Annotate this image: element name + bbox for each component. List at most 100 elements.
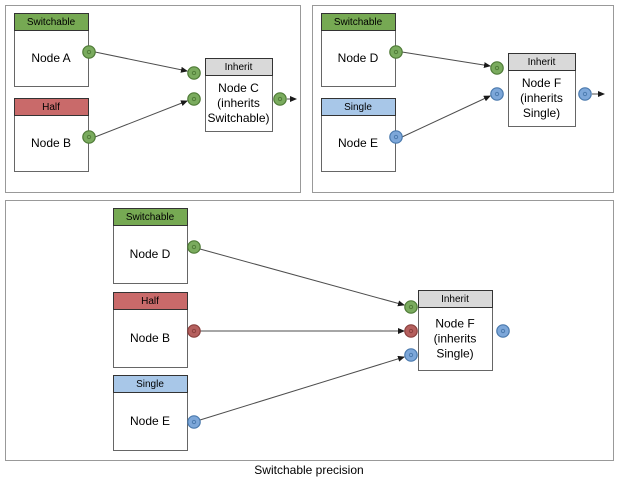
edge-e-a-c [94,51,188,73]
node-header-label-node-b-top: Half [42,102,60,113]
node-header-node-f-top [508,53,576,71]
port-inner-p-f-out-t [582,91,588,97]
node-label-node-d-bot-line-0: Node D [130,247,171,261]
port-inner-p-d-out-t [393,49,399,55]
port-inner-p-f-in-2t [494,91,500,97]
edge-e-b-c [94,100,188,138]
port-dot-p-f-in-2b[interactable] [404,324,418,338]
port-inner-p-f-in-1t [494,65,500,71]
port-p-f-out-b-blue-output[interactable] [496,324,510,338]
node-label-node-f-top-line-1: (inherits [520,91,563,105]
edge-e-d-f-t [401,51,491,69]
port-p-f-in-2b-red-input[interactable] [404,324,418,338]
port-dot-p-f-out-t[interactable] [578,87,592,101]
port-inner-p-f-in-2b [408,328,414,334]
port-p-c-out-green-output[interactable] [273,92,287,106]
node-label-node-f-bot-line-2: Single) [436,347,473,361]
node-label-node-f-top-line-2: Single) [523,106,560,120]
port-dot-p-f-out-b[interactable] [496,324,510,338]
port-p-f-in-2t-blue-input[interactable] [490,87,504,101]
port-dot-p-f-in-3b[interactable] [404,348,418,362]
port-dot-p-c-in-2[interactable] [187,92,201,106]
node-label-node-e-bot-line-0: Node E [130,414,170,428]
port-p-f-in-1b-green-input[interactable] [404,300,418,314]
port-inner-p-f-in-1b [408,304,414,310]
port-p-c-in-2-green-input[interactable] [187,92,201,106]
node-header-label-node-e-bot: Single [136,379,164,390]
port-dot-p-b-out-b[interactable] [187,324,201,338]
port-p-e-out-b-blue-output[interactable] [187,415,201,429]
port-inner-p-c-in-2 [191,96,197,102]
node-header-node-e-bot [113,375,188,393]
node-label-node-e-top-line-0: Node E [338,136,378,150]
port-p-f-in-3b-blue-input[interactable] [404,348,418,362]
figure-caption: Switchable precision [254,463,363,477]
port-dot-p-f-in-1b[interactable] [404,300,418,314]
node-header-label-node-d-top: Switchable [334,17,383,28]
node-label-node-a-line-0: Node A [31,51,70,65]
node-header-label-node-d-bot: Switchable [126,212,175,223]
port-dot-p-e-out-b[interactable] [187,415,201,429]
port-dot-p-b-out[interactable] [82,130,96,144]
node-header-node-d-top [321,13,396,31]
node-header-label-node-e-top: Single [344,102,372,113]
node-header-node-a [14,13,89,31]
port-dot-p-f-in-2t[interactable] [490,87,504,101]
node-header-node-b-top [14,98,89,116]
port-inner-p-e-out-t [393,134,399,140]
port-p-f-out-t-blue-output[interactable] [578,87,592,101]
node-label-node-c-line-1: (inherits [217,96,260,110]
node-label-node-b-bot-line-0: Node B [130,331,170,345]
port-inner-p-a-out [86,49,92,55]
node-header-node-e-top [321,98,396,116]
port-dot-p-f-in-1t[interactable] [490,61,504,75]
node-header-label-node-c: Inherit [225,62,253,73]
port-inner-p-b-out [86,134,92,140]
port-p-b-out-green-output[interactable] [82,130,96,144]
port-inner-p-d-out-b [191,244,197,250]
port-p-d-out-t-green-output[interactable] [389,45,403,59]
port-dot-p-c-in-1[interactable] [187,66,201,80]
port-inner-p-f-out-b [500,328,506,334]
node-label-node-c-line-2: Switchable) [207,111,269,125]
port-p-e-out-t-blue-output[interactable] [389,130,403,144]
node-label-node-f-bot-line-1: (inherits [434,332,477,346]
node-header-node-b-bot [113,292,188,310]
port-p-c-in-1-green-input[interactable] [187,66,201,80]
port-dot-p-a-out[interactable] [82,45,96,59]
port-dot-p-c-out[interactable] [273,92,287,106]
port-p-a-out-green-output[interactable] [82,45,96,59]
port-dot-p-e-out-t[interactable] [389,130,403,144]
node-label-node-f-bot-line-0: Node F [435,317,474,331]
port-dot-p-d-out-t[interactable] [389,45,403,59]
node-header-label-node-b-bot: Half [141,296,159,307]
node-label-node-f-top-line-0: Node F [522,76,561,90]
port-inner-p-c-out [277,96,283,102]
port-dot-p-d-out-b[interactable] [187,240,201,254]
node-header-label-node-f-top: Inherit [528,57,556,68]
port-p-b-out-b-red-output[interactable] [187,324,201,338]
port-inner-p-e-out-b [191,419,197,425]
port-p-d-out-b-green-output[interactable] [187,240,201,254]
port-inner-p-b-out-b [191,328,197,334]
port-inner-p-c-in-1 [191,70,197,76]
port-inner-p-f-in-3b [408,352,414,358]
node-header-node-f-bot [418,290,493,308]
node-header-node-d-bot [113,208,188,226]
port-p-f-in-1t-green-input[interactable] [490,61,504,75]
node-label-node-b-top-line-0: Node B [31,136,71,150]
node-header-label-node-f-bot: Inherit [441,294,469,305]
